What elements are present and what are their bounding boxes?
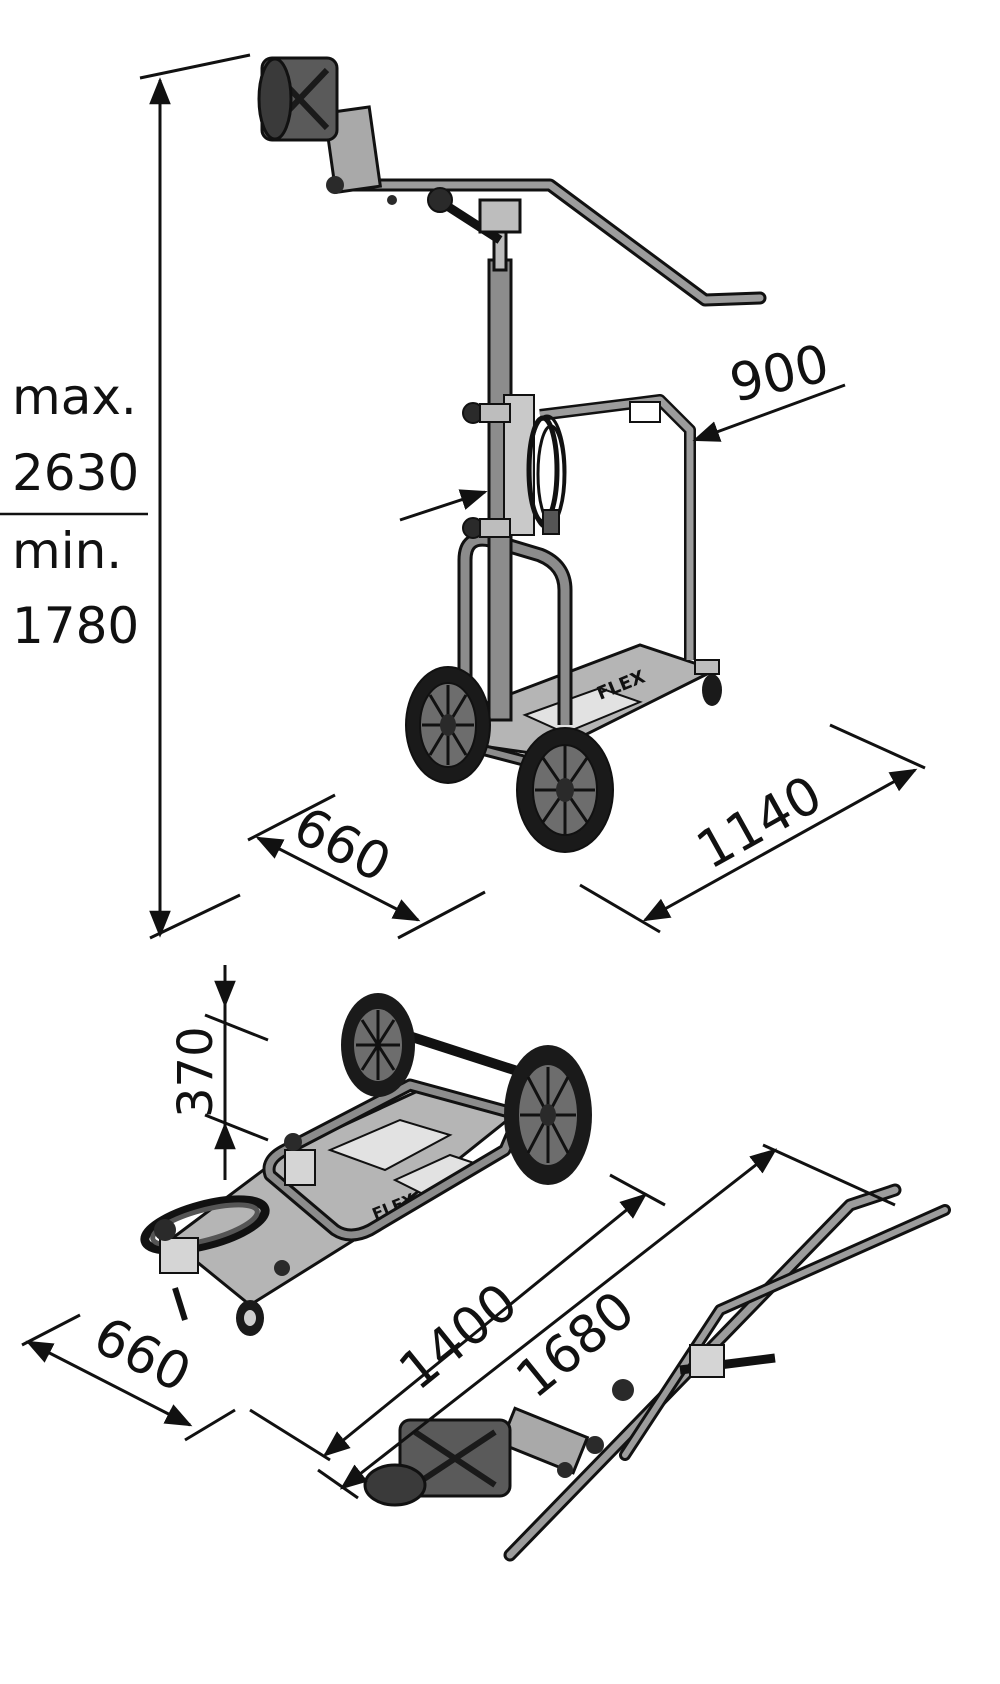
handle-length-dimension-folded [317,1143,896,1500]
height-dimension [0,53,251,940]
width-dimension-folded [21,1313,236,1442]
wheel-left [405,666,491,784]
width-label-900: 900 [724,334,834,415]
height-label-370: 370 [168,1026,224,1118]
frame-length-label-1400: 1400 [388,1272,529,1402]
mast-head-clamp [478,198,522,234]
folded-wheel-front [504,1045,592,1185]
caster-wheel [694,659,722,706]
max-prefix-label: max. [12,368,137,426]
height-dimension-folded [204,965,269,1180]
wheel-right [516,727,614,853]
length-dimension-upright [579,723,926,934]
min-prefix-label: min. [12,522,122,580]
width-label-660-folded: 660 [84,1306,200,1405]
detached-sander-head [363,1406,590,1507]
min-height-value: 1780 [12,597,139,655]
clamp-knob-lower [462,517,511,539]
max-height-value: 2630 [12,444,139,502]
clamp-knob-upper [462,402,511,424]
depth-dimension-upright [247,793,486,940]
length-label-1140: 1140 [687,765,832,882]
upright-cart-illustration: FLEX [257,56,767,853]
width-dimension-upright [399,383,846,522]
hose-coil [526,414,567,535]
folded-wheel-back [341,993,415,1097]
sander-head [257,56,383,195]
